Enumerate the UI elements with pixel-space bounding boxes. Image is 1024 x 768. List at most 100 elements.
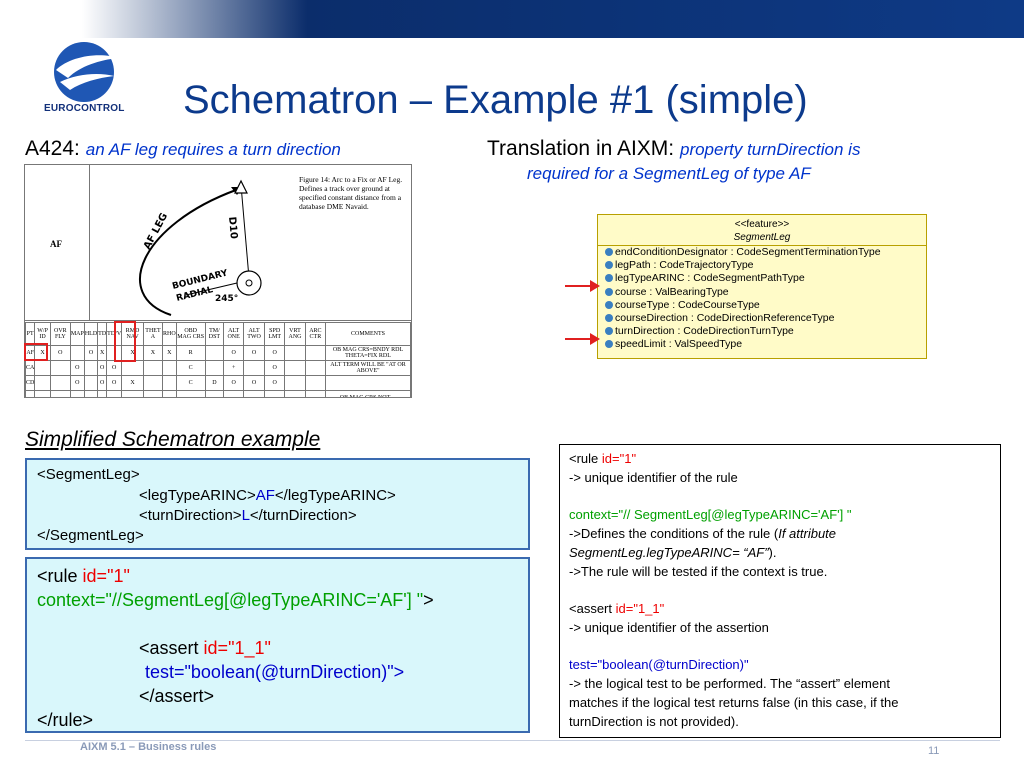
table-cell — [69, 345, 85, 361]
table-cell — [83, 390, 99, 397]
table-cell — [49, 375, 71, 391]
expl-test: test="boolean(@turnDirection)" — [569, 657, 749, 672]
uml-attribute-list: endConditionDesignator : CodeSegmentTerm… — [598, 246, 926, 352]
eurocontrol-logo-icon — [54, 42, 118, 102]
table-header-cell: ALT TWO — [243, 322, 266, 346]
table-row: OB MAG CRS NOT ... — [25, 390, 411, 397]
table-cell — [83, 360, 99, 376]
af-highlight-box — [24, 343, 48, 361]
table-cell: C — [175, 375, 206, 391]
table-cell: C — [175, 360, 206, 376]
table-cell: O — [264, 375, 286, 391]
table-cell: CA — [25, 360, 36, 376]
table-cell — [121, 360, 144, 376]
table-cell: O — [69, 360, 85, 376]
table-cell — [34, 375, 51, 391]
logo-text: EUROCONTROL — [44, 103, 125, 114]
table-cell: O — [97, 375, 108, 391]
table-header-cell: HLD — [83, 322, 99, 346]
footer-title: AIXM 5.1 – Business rules — [80, 741, 217, 753]
xml-turndirection-line: <turnDirection>L</turnDirection> — [139, 507, 357, 524]
table-cell: O — [223, 375, 245, 391]
table-cell: O — [106, 360, 123, 376]
attribute-icon — [605, 274, 613, 283]
table-header-cell: W/P ID — [34, 322, 51, 346]
table-cell — [162, 360, 177, 376]
table-header-cell: RHO — [162, 322, 177, 346]
uml-attribute: speedLimit : ValSpeedType — [598, 338, 926, 351]
xml-open-tag: <SegmentLeg> — [37, 466, 140, 483]
table-cell — [204, 345, 225, 361]
xml-example-box: <SegmentLeg> <legTypeARINC>AF</legTypeAR… — [25, 458, 530, 550]
right-heading-line2: required for a SegmentLeg of type AF — [527, 164, 811, 183]
table-header-cell: THET A — [142, 322, 164, 346]
table-cell: OB MAG CRS=BNDY RDL THETA=FIX RDL — [325, 345, 411, 361]
uml-attribute: legPath : CodeTrajectoryType — [598, 259, 926, 272]
attribute-icon — [605, 248, 613, 256]
uml-attribute: endConditionDesignator : CodeSegmentTerm… — [598, 246, 926, 259]
rule-close-line: </rule> — [37, 710, 94, 730]
table-header-cell: TM/ DST — [204, 322, 225, 346]
table-cell — [304, 345, 327, 361]
expl-assert-desc: -> unique identifier of the assertion — [569, 620, 769, 635]
uml-stereotype: <<feature>> — [734, 219, 790, 230]
figure-caption: Figure 14: Arc to a Fix or AF Leg. Defin… — [299, 175, 403, 211]
uml-attribute-label: endConditionDesignator : CodeSegmentTerm… — [615, 246, 881, 258]
figure-diagram-area: AF AF LEG D10 BOUNDARY RADIAL 245° Figur… — [25, 165, 411, 321]
header-bar — [0, 0, 1024, 38]
expl-test-desc1: -> the logical test to be performed. The… — [569, 676, 890, 691]
table-cell: R — [175, 345, 206, 361]
table-cell — [142, 360, 164, 376]
table-cell — [304, 390, 327, 397]
arrow-turndirection — [565, 333, 600, 345]
uml-attribute-label: speedLimit : ValSpeedType — [615, 338, 743, 351]
table-cell — [49, 390, 71, 397]
table-cell: X — [162, 345, 177, 361]
expl-rule-desc: -> unique identifier of the rule — [569, 470, 738, 485]
table-header-cell: SPD LMT — [264, 322, 286, 346]
table-cell: O — [106, 375, 123, 391]
page-number: 11 — [928, 745, 940, 757]
table-header-cell: OBD MAG CRS — [175, 322, 206, 346]
table-cell — [106, 390, 123, 397]
expl-test-desc3: turnDirection is not provided). — [569, 714, 739, 729]
arc-to-fix-diagram: AF LEG D10 BOUNDARY RADIAL 245° — [139, 179, 262, 316]
table-cell — [121, 390, 144, 397]
table-cell: O — [223, 345, 245, 361]
table-cell: X — [97, 345, 108, 361]
expl-context-desc2: SegmentLeg.legTypeARINC= “AF”). — [569, 545, 777, 560]
table-cell — [204, 390, 225, 397]
degree-label: 245° — [215, 294, 238, 304]
table-header-cell: COMMENTS — [325, 322, 411, 346]
table-cell — [34, 390, 51, 397]
right-heading: Translation in AIXM: property turnDirect… — [487, 137, 861, 160]
table-cell — [243, 360, 266, 376]
uml-attribute-label: legPath : CodeTrajectoryType — [615, 259, 754, 272]
figure-leg-label: AF — [50, 239, 62, 249]
uml-attribute-label: turnDirection : CodeDirectionTurnType — [615, 325, 794, 338]
uml-attribute: course : ValBearingType — [598, 286, 926, 299]
table-cell — [97, 390, 108, 397]
arrow-legtypearinc — [565, 280, 600, 292]
table-cell — [284, 345, 306, 361]
attribute-icon — [605, 340, 613, 349]
attribute-icon — [605, 261, 613, 270]
xml-close-tag: </SegmentLeg> — [37, 527, 144, 544]
table-cell: O — [83, 345, 99, 361]
table-cell — [284, 375, 306, 391]
table-cell — [142, 390, 164, 397]
expl-test-desc2: matches if the logical test returns fals… — [569, 695, 899, 710]
table-cell — [175, 390, 206, 397]
expl-assert-tag: <assert id="1_1" — [569, 601, 665, 616]
assert-close-line: </assert> — [139, 686, 215, 706]
table-cell — [243, 390, 266, 397]
table-cell — [83, 375, 99, 391]
assert-test-line: test="boolean(@turnDirection)"> — [145, 662, 405, 682]
attribute-icon — [605, 300, 613, 309]
table-header-cell: ARC CTR — [304, 322, 327, 346]
rule-context-line: context="//SegmentLeg[@legTypeARINC='AF'… — [37, 590, 434, 610]
attribute-icon — [605, 287, 613, 296]
table-cell — [69, 390, 85, 397]
explanation-box: <rule id="1" -> unique identifier of the… — [559, 444, 1001, 738]
